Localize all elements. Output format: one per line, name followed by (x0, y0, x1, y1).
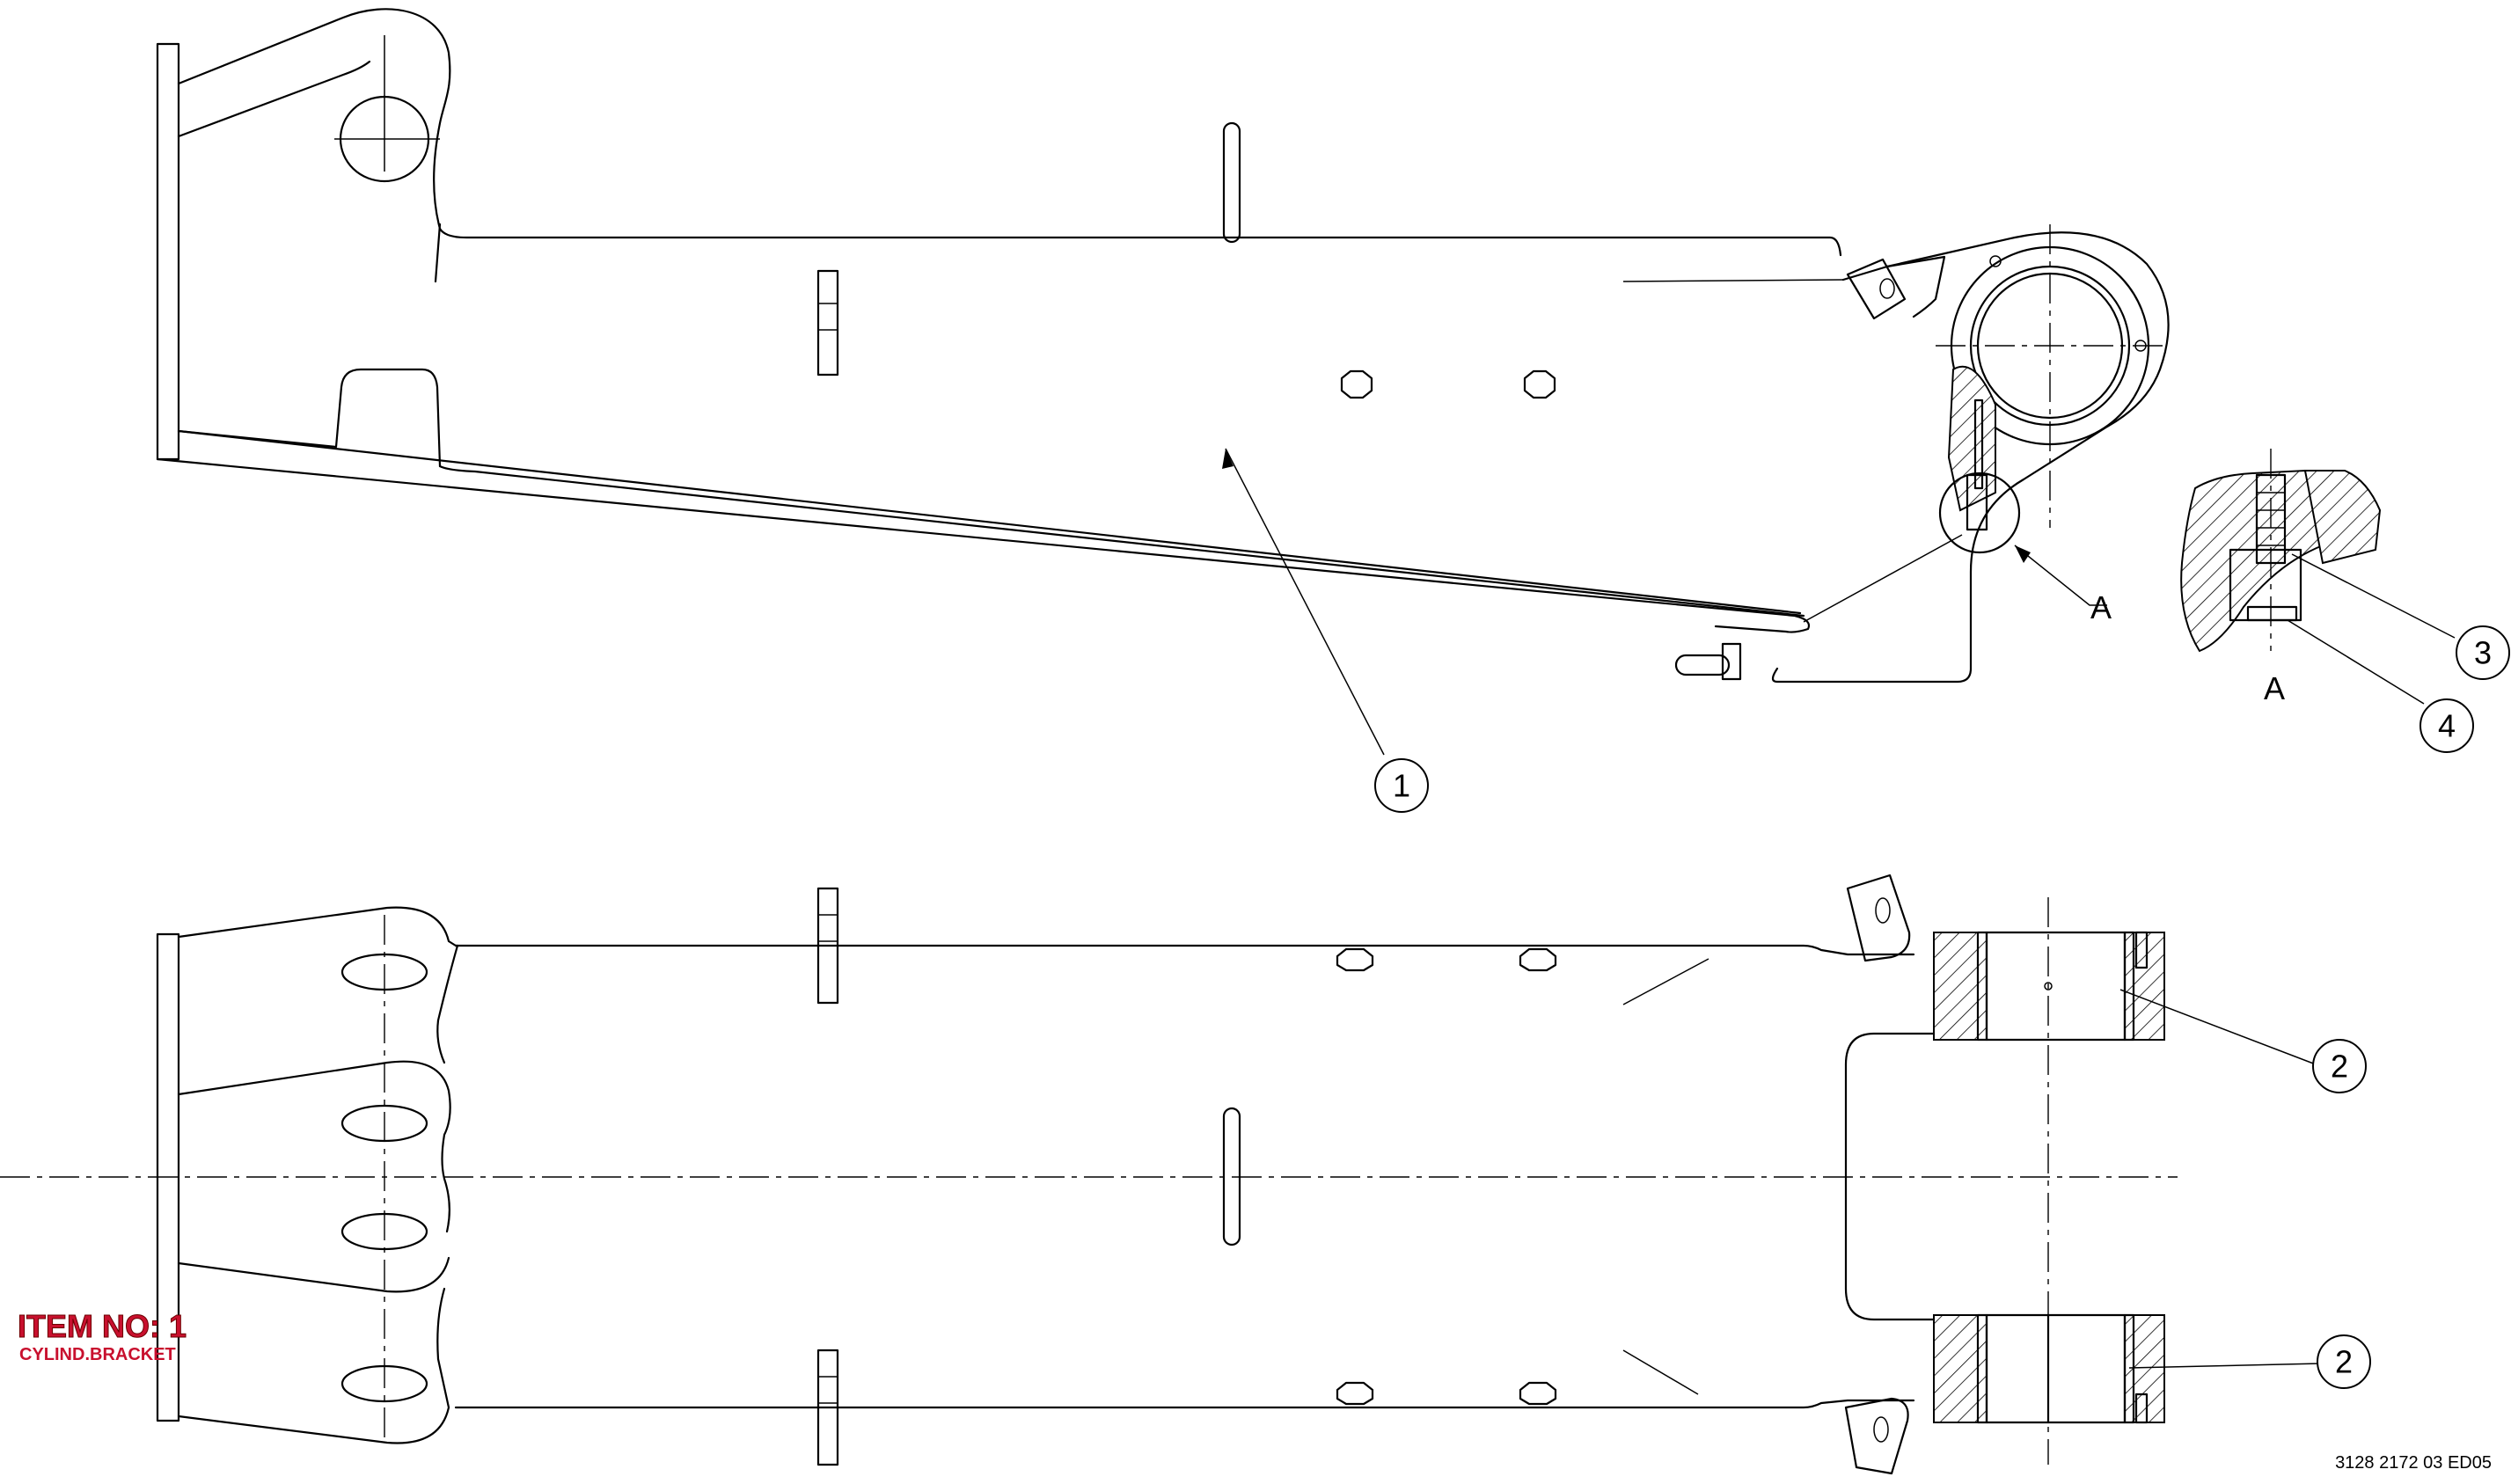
svg-text:4: 4 (2438, 708, 2456, 744)
balloon-3: 3 (2456, 625, 2510, 680)
plan-view (0, 874, 2322, 1475)
detail-circle-a (1938, 472, 2021, 554)
balloon-2-bottom: 2 (2317, 1334, 2371, 1389)
plan-rib (816, 887, 839, 1005)
detail-a-label: A (2264, 670, 2285, 706)
detail-callout-a: A (2090, 589, 2112, 625)
svg-text:3: 3 (2474, 635, 2492, 671)
svg-text:1: 1 (1393, 768, 1410, 804)
bolt-head (1340, 369, 1373, 399)
side-view: A (156, 8, 2170, 684)
end-boss (1771, 231, 2170, 684)
document-number: 3128 2172 03 ED05 (2335, 1453, 2492, 1473)
plan-rib (816, 1349, 839, 1466)
nut-block (1846, 258, 1907, 320)
rib-short (816, 269, 839, 376)
detail-a-view: A (2180, 449, 2456, 706)
svg-text:2: 2 (2335, 1344, 2353, 1380)
mounting-plate (156, 42, 180, 461)
item-description: CYLIND.BRACKET (19, 1345, 176, 1364)
balloon-4: 4 (2419, 698, 2474, 753)
svg-text:2: 2 (2331, 1049, 2348, 1085)
lower-lug (177, 368, 442, 468)
upper-lug (177, 8, 1842, 257)
grease-fitting (1674, 654, 1731, 676)
bolt-head (1523, 369, 1556, 399)
balloon-1: 1 (1374, 758, 1429, 813)
item-number-label: ITEM NO: 1 (17, 1308, 187, 1344)
lube-section (1947, 365, 1996, 512)
rib-slot (1222, 121, 1241, 244)
lower-beam (156, 429, 1811, 633)
balloon-2-top: 2 (2312, 1039, 2367, 1093)
plan-center-rib (1222, 1107, 1241, 1246)
